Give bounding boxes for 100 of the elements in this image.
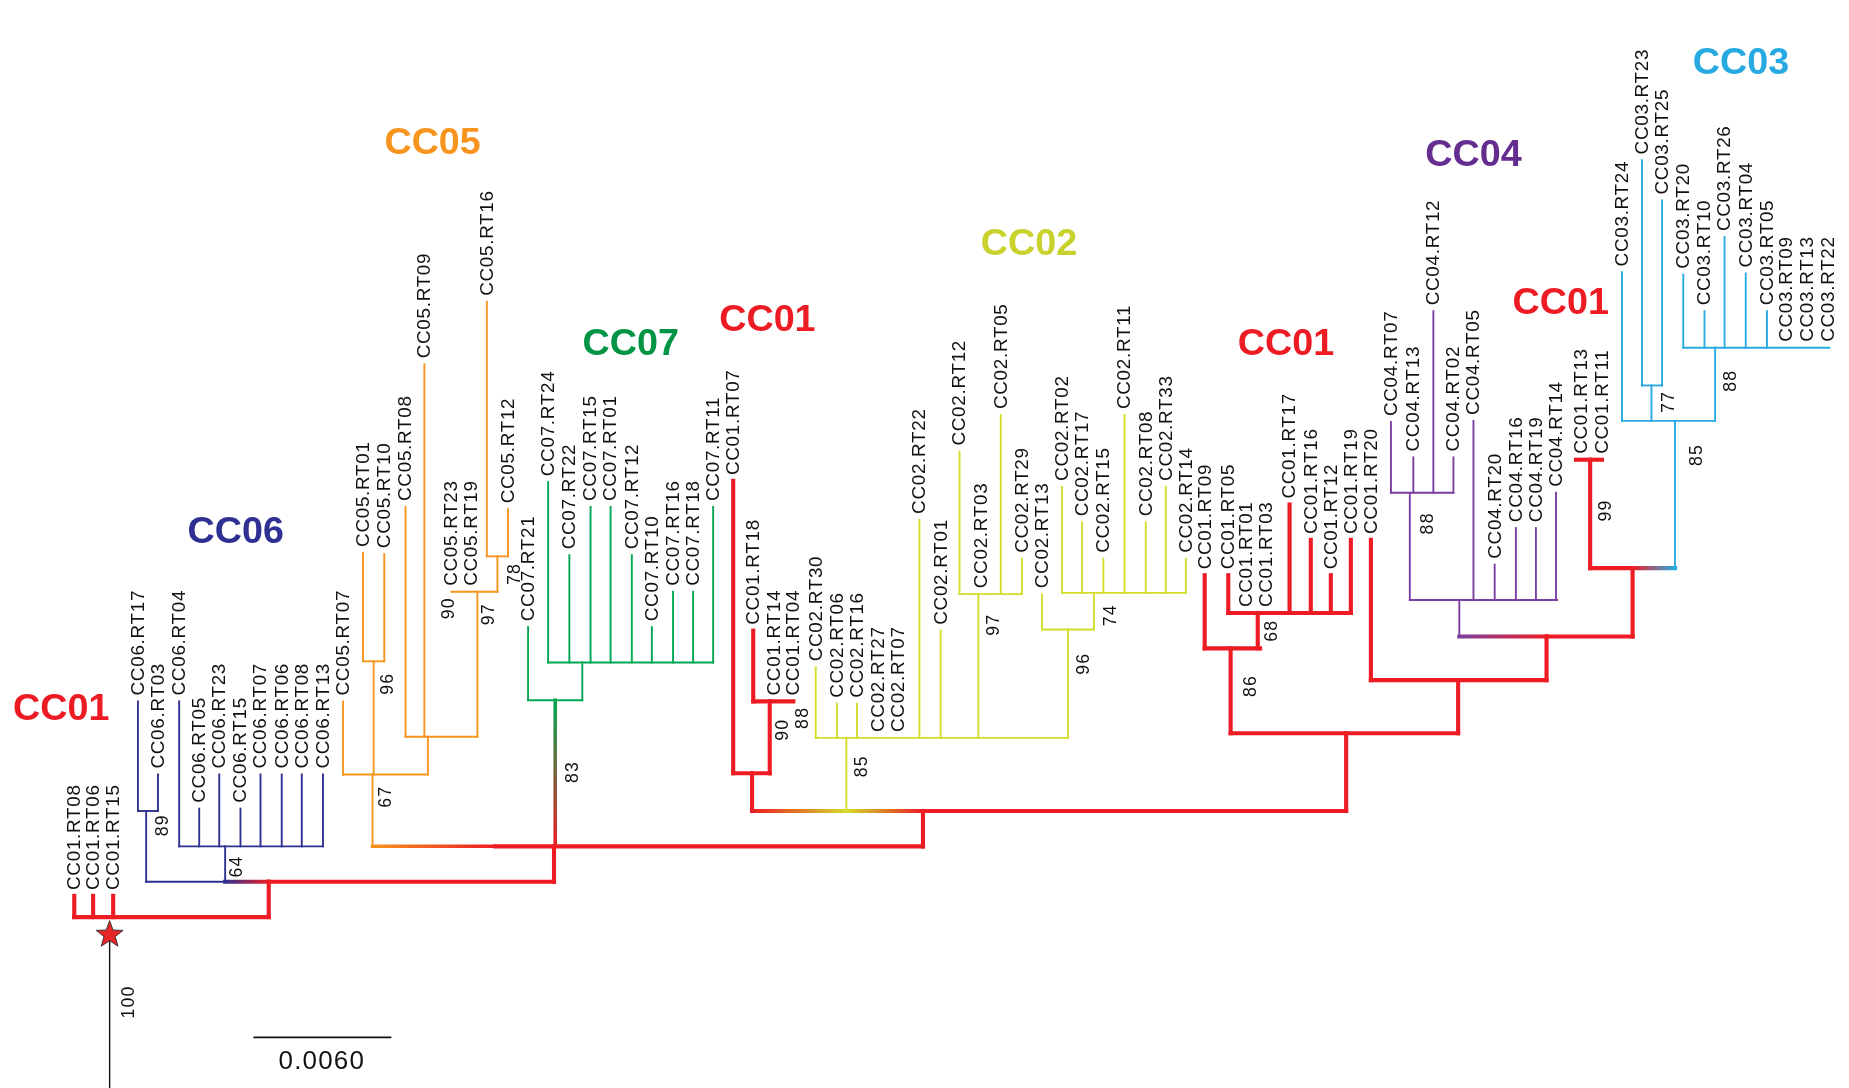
clade-label: CC01 (1237, 323, 1335, 361)
leaf-label: CC01.RT12 (1321, 463, 1341, 570)
bootstrap-value: 64 (226, 855, 245, 878)
leaf-label: CC01.RT15 (103, 784, 123, 890)
leaf-label: CC01.RT19 (1341, 428, 1361, 534)
leaf-label: CC07.RT01 (601, 395, 621, 501)
leaf-label: CC02.RT07 (888, 626, 908, 732)
leaf-label: CC01.RT09 (1195, 463, 1215, 570)
leaf-label: CC06.RT07 (251, 662, 270, 769)
leaf-label: CC02.RT13 (1032, 482, 1052, 589)
bootstrap-value: 99 (1595, 499, 1614, 522)
leaf-label: CC02.RT02 (1052, 375, 1072, 481)
leaf-label: CC01.RT01 (1236, 501, 1256, 608)
clade-label: CC05 (384, 122, 481, 161)
bootstrap-value: 90 (439, 597, 457, 620)
leaf-label: CC01.RT04 (783, 589, 803, 696)
leaf-label: CC01.RT06 (83, 784, 103, 890)
leaf-label: CC02.RT30 (806, 555, 826, 662)
leaf-label: CC02.RT16 (847, 592, 867, 698)
leaf-label: CC02.RT12 (950, 339, 969, 446)
leaf-label: CC02.RT15 (1093, 447, 1113, 553)
leaf-label: CC04.RT07 (1381, 310, 1401, 417)
leaf-label: CC05.RT19 (462, 480, 481, 586)
leaf-label: CC06.RT05 (189, 697, 209, 803)
leaf-label: CC04.RT16 (1506, 416, 1526, 523)
leaf-label: CC02.RT05 (991, 303, 1011, 410)
leaf-label: CC01.RT08 (64, 784, 84, 890)
bootstrap-value: 86 (1240, 675, 1259, 698)
bootstrap-value: 85 (851, 755, 870, 778)
leaf-label: CC03.RT25 (1652, 88, 1672, 195)
leaf-label: CC03.RT23 (1632, 48, 1652, 155)
leaf-label: CC02.RT22 (910, 408, 929, 514)
leaf-label: CC02.RT01 (931, 519, 951, 625)
leaf-label: CC03.RT20 (1673, 163, 1693, 269)
leaf-label: CC07.RT11 (703, 396, 723, 501)
bootstrap-value: 88 (1720, 369, 1739, 392)
leaf-label: CC05.RT09 (414, 252, 434, 359)
leaf-label: CC06.RT06 (272, 662, 292, 769)
leaf-label: CC06.RT04 (169, 589, 189, 696)
bootstrap-value: 97 (479, 603, 497, 626)
leaf-label: CC07.RT15 (581, 395, 600, 501)
bootstrap-value: 77 (1659, 390, 1677, 413)
leaf-label: CC02.RT06 (827, 592, 847, 698)
leaf-label: CC03.RT22 (1818, 236, 1838, 342)
leaf-label: CC03.RT13 (1797, 236, 1817, 342)
leaf-label: CC06.RT08 (292, 662, 312, 769)
leaf-label: CC01.RT18 (743, 519, 763, 625)
leaf-label: CC03.RT24 (1612, 160, 1632, 267)
bootstrap-value: 85 (1686, 444, 1704, 466)
leaf-label: CC01.RT17 (1280, 393, 1299, 499)
clade-label: CC07 (582, 323, 679, 361)
leaf-label: CC05.RT12 (498, 397, 518, 504)
leaf-label: CC07.RT22 (559, 443, 579, 550)
leaf-label: CC02.RT11 (1115, 304, 1134, 410)
leaf-label: CC04.RT13 (1403, 345, 1423, 452)
leaf-label: CC05.RT23 (442, 480, 461, 586)
leaf-label: CC02.RT03 (971, 482, 991, 589)
bootstrap-value: 96 (1073, 652, 1091, 675)
leaf-label: CC02.RT17 (1072, 410, 1092, 517)
leaf-label: CC06.RT15 (231, 697, 250, 803)
leaf-label: CC07.RT16 (663, 480, 683, 586)
leaf-label: CC01.RT05 (1218, 463, 1238, 570)
leaf-label: CC04.RT05 (1464, 309, 1483, 415)
leaf-label: CC03.RT10 (1695, 199, 1714, 306)
bootstrap-value: 96 (377, 672, 396, 695)
clade-label: CC01 (13, 688, 110, 727)
leaf-label: CC02.RT08 (1136, 410, 1156, 517)
leaf-label: CC05.RT16 (477, 190, 497, 296)
bootstrap-value: 83 (562, 761, 581, 784)
leaf-label: CC06.RT03 (148, 662, 168, 769)
leaf-label: CC06.RT23 (209, 662, 229, 769)
bootstrap-value: 90 (772, 718, 791, 741)
leaf-label: CC05.RT10 (374, 442, 394, 549)
leaf-label: CC04.RT02 (1444, 345, 1463, 452)
leaf-label: CC06.RT17 (128, 589, 148, 696)
leaf-label: CC03.RT05 (1757, 199, 1777, 306)
bootstrap-value: 88 (1417, 512, 1436, 535)
clade-label: CC03 (1692, 42, 1790, 81)
leaf-label: CC06.RT13 (313, 662, 333, 769)
leaf-label: CC03.RT26 (1715, 125, 1734, 232)
leaf-label: CC05.RT07 (333, 589, 353, 696)
bootstrap-value: 68 (1261, 619, 1280, 642)
leaf-label: CC02.RT33 (1156, 375, 1176, 481)
clade-label: CC04 (1425, 134, 1522, 173)
leaf-label: CC01.RT14 (765, 589, 784, 696)
leaf-label: CC02.RT27 (868, 626, 888, 732)
clade-label: CC02 (980, 222, 1078, 261)
leaf-label: CC04.RT12 (1423, 199, 1443, 306)
leaf-label: CC03.RT09 (1776, 236, 1796, 342)
leaf-label: CC05.RT08 (396, 395, 415, 501)
leaf-label: CC04.RT14 (1546, 381, 1566, 487)
leaf-label: CC03.RT04 (1736, 161, 1756, 268)
leaf-label: CC01.RT03 (1256, 501, 1276, 608)
bootstrap-value: 100 (118, 985, 137, 1019)
clade-label: CC01 (719, 299, 816, 338)
leaf-label: CC01.RT13 (1571, 348, 1591, 454)
leaf-label: CC01.RT16 (1301, 428, 1321, 534)
leaf-label: CC04.RT20 (1485, 453, 1505, 559)
bootstrap-value: 97 (983, 613, 1002, 636)
clade-label: CC01 (1512, 281, 1609, 320)
